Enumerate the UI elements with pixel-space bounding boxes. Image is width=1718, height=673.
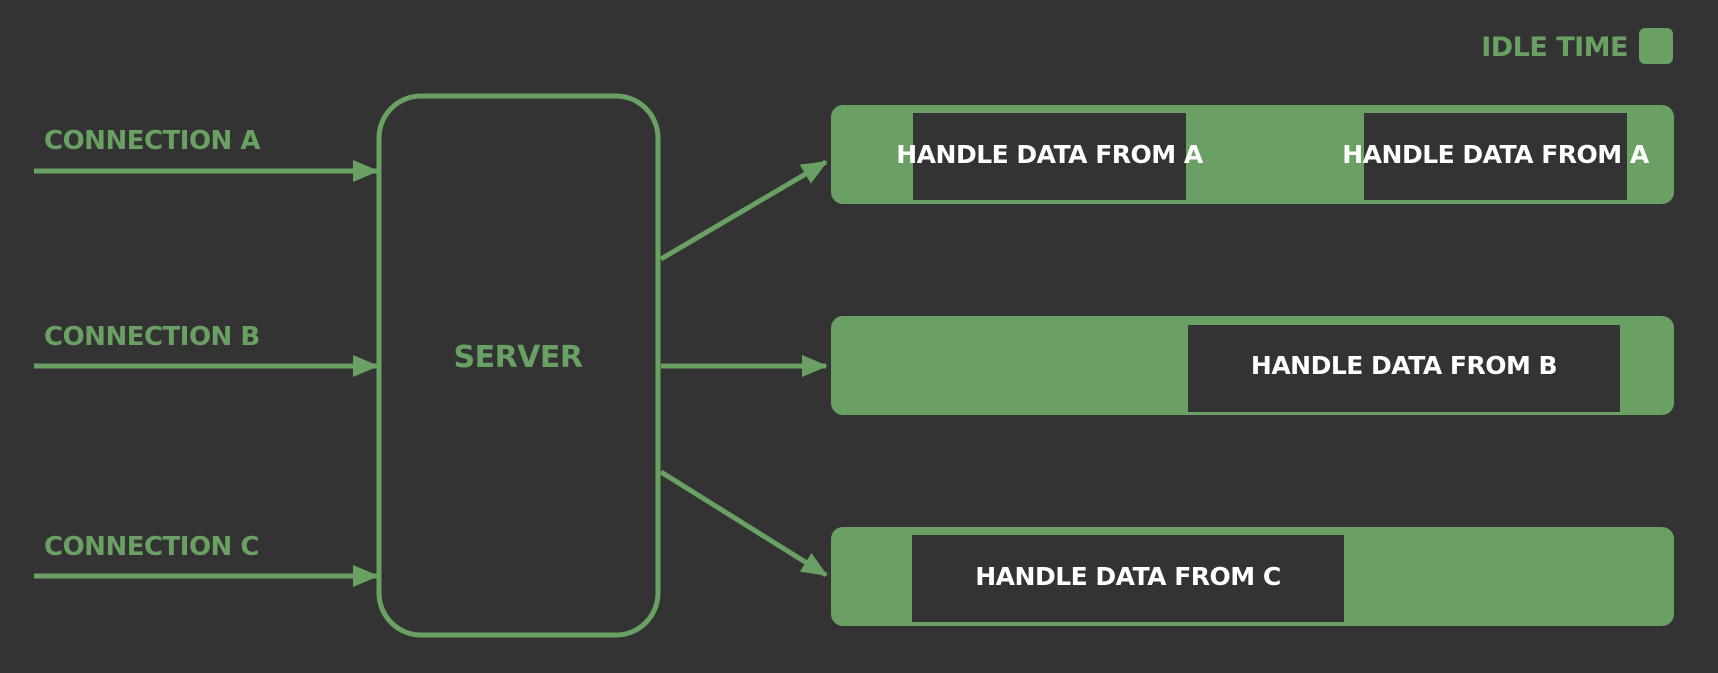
timeline-a-task-1-box: [913, 113, 1186, 200]
connection-c: CONNECTION C: [34, 532, 379, 587]
timeline-c-task-1-label: HANDLE DATA FROM C: [975, 562, 1281, 591]
legend: IDLE TIME: [1481, 28, 1673, 64]
connection-b-label: CONNECTION B: [44, 322, 260, 352]
timeline-a-task-1-label: HANDLE DATA FROM A: [896, 140, 1204, 169]
server-label: SERVER: [453, 340, 582, 375]
timeline-c: HANDLE DATA FROM C: [831, 527, 1674, 626]
connection-a: CONNECTION A: [34, 126, 379, 182]
connection-a-label: CONNECTION A: [44, 126, 260, 156]
server: SERVER: [376, 93, 661, 638]
server-box: [376, 93, 661, 638]
timeline-b: HANDLE DATA FROM B: [831, 316, 1674, 415]
connection-b: CONNECTION B: [34, 322, 379, 377]
timeline-c-task-1-box: [912, 535, 1344, 622]
connection-c-label: CONNECTION C: [44, 532, 259, 562]
legend-idle-swatch: [1639, 28, 1673, 64]
timeline-a-task-2-label: HANDLE DATA FROM A: [1342, 140, 1650, 169]
dispatch-arrow-c: [659, 469, 828, 578]
legend-label: IDLE TIME: [1481, 32, 1628, 63]
timeline-a-task-2-box: [1364, 113, 1627, 200]
dispatch-arrow-a: [659, 159, 828, 262]
timeline-b-task-1-box: [1188, 325, 1620, 412]
timeline-a: HANDLE DATA FROM A HANDLE DATA FROM A: [831, 105, 1674, 204]
timeline-b-task-1-label: HANDLE DATA FROM B: [1251, 351, 1557, 380]
